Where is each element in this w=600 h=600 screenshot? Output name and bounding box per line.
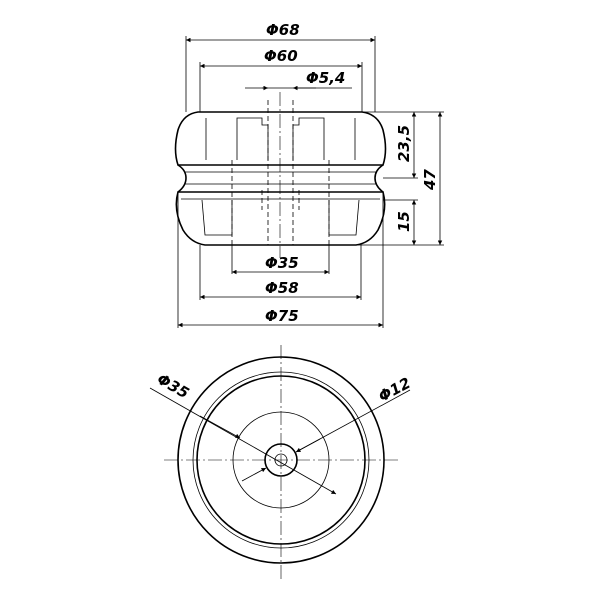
label-d75: Φ75 xyxy=(265,307,299,325)
side-lower-cavity-right xyxy=(328,199,360,236)
label-d5-4: Φ5,4 xyxy=(306,69,345,87)
leader-d35 xyxy=(149,387,244,442)
label-d35-side: Φ35 xyxy=(265,254,299,272)
side-groove xyxy=(177,164,384,193)
side-upper-cavity-left xyxy=(236,117,269,160)
label-d35-top: Φ35 xyxy=(154,370,192,402)
label-d60: Φ60 xyxy=(264,47,298,65)
side-lower-cavity-left xyxy=(201,199,233,236)
leader-d12-arrow xyxy=(295,438,321,453)
label-23-5: 23,5 xyxy=(395,125,413,162)
label-d12-top: Φ12 xyxy=(375,374,413,406)
side-lower-profile xyxy=(175,191,386,246)
label-d58: Φ58 xyxy=(265,279,299,297)
label-d68: Φ68 xyxy=(266,21,300,39)
leader-d35-through xyxy=(242,440,337,495)
top-view: Φ35 Φ12 xyxy=(149,345,414,580)
leader-d35-arrow xyxy=(199,415,241,439)
side-upper-cavity-right xyxy=(292,117,325,160)
leader-d12-arrow2 xyxy=(241,467,267,482)
label-47: 47 xyxy=(421,169,439,191)
side-view: Φ68 Φ60 Φ5,4 Φ35 Φ58 Φ75 23,5 15 47 xyxy=(174,21,444,328)
side-upper-profile xyxy=(174,111,387,166)
label-15: 15 xyxy=(395,211,413,232)
